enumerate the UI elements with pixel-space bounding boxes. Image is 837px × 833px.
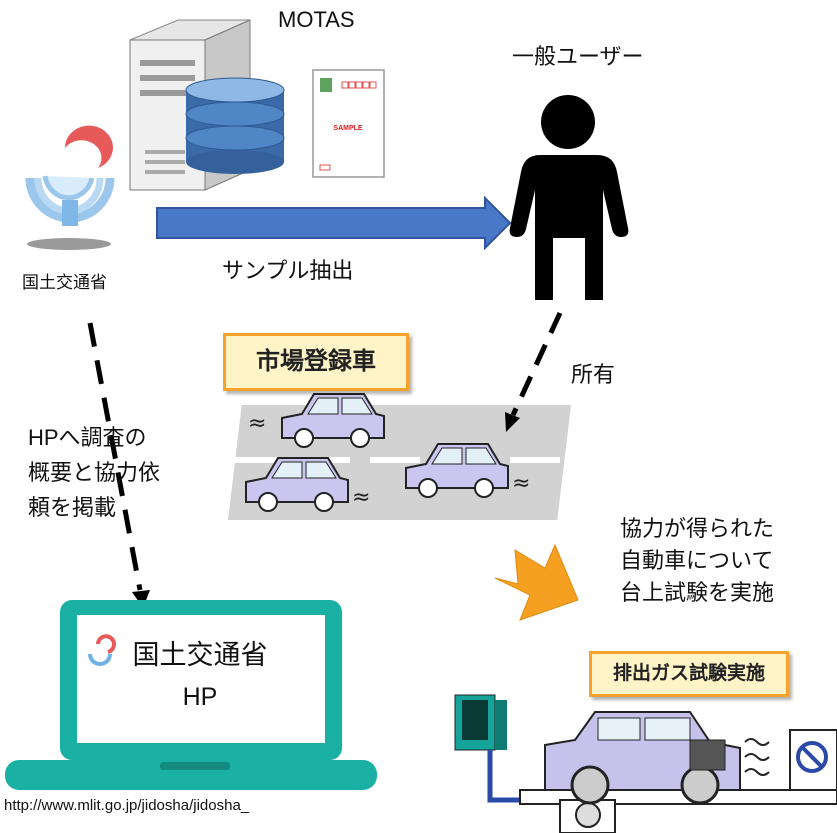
owned-label: 所有	[571, 362, 616, 387]
analyzer-icon	[454, 694, 540, 803]
mlit-logo-icon	[25, 125, 115, 250]
motas-label: MOTAS	[278, 7, 355, 32]
hp-publish-label: HPへ調査の 概要と協力依 頼を掲載	[28, 425, 161, 520]
document-icon: SAMPLE	[312, 69, 385, 178]
sample-extraction-label: サンプル抽出	[222, 258, 354, 283]
dashed-arrow-owned	[505, 311, 563, 432]
car-icon: ≈	[245, 457, 370, 512]
hp-url-link[interactable]: http://www.mlit.go.jp/jidosha/jidosha_	[4, 797, 250, 814]
document-sample-text: SAMPLE	[333, 125, 363, 132]
general-user-label: 一般ユーザー	[512, 44, 644, 69]
laptop-icon	[5, 600, 377, 790]
sample-flow-arrow	[156, 195, 512, 251]
svg-text:≈: ≈	[352, 485, 370, 510]
person-icon	[509, 95, 629, 300]
laptop-hp-label: HP	[182, 683, 218, 711]
mlit-label: 国土交通省	[22, 273, 107, 292]
svg-text:≈: ≈	[248, 411, 266, 436]
exhaust-test-tag: 排出ガス試験実施	[589, 651, 789, 697]
test-car-icon	[544, 711, 741, 805]
svg-text:≈: ≈	[512, 471, 530, 496]
database-icon	[185, 77, 285, 174]
car-icon: ≈	[248, 393, 385, 448]
dashed-arrow-hp	[87, 322, 150, 608]
market-cars-tag: 市場登録車	[223, 333, 409, 391]
cooperation-label: 協力が得られた 自動車について 台上試験を実施	[620, 516, 775, 605]
car-icon: ≈	[405, 443, 530, 498]
laptop-site-title: 国土交通省	[132, 640, 268, 670]
test-flow-arrow	[494, 543, 579, 621]
